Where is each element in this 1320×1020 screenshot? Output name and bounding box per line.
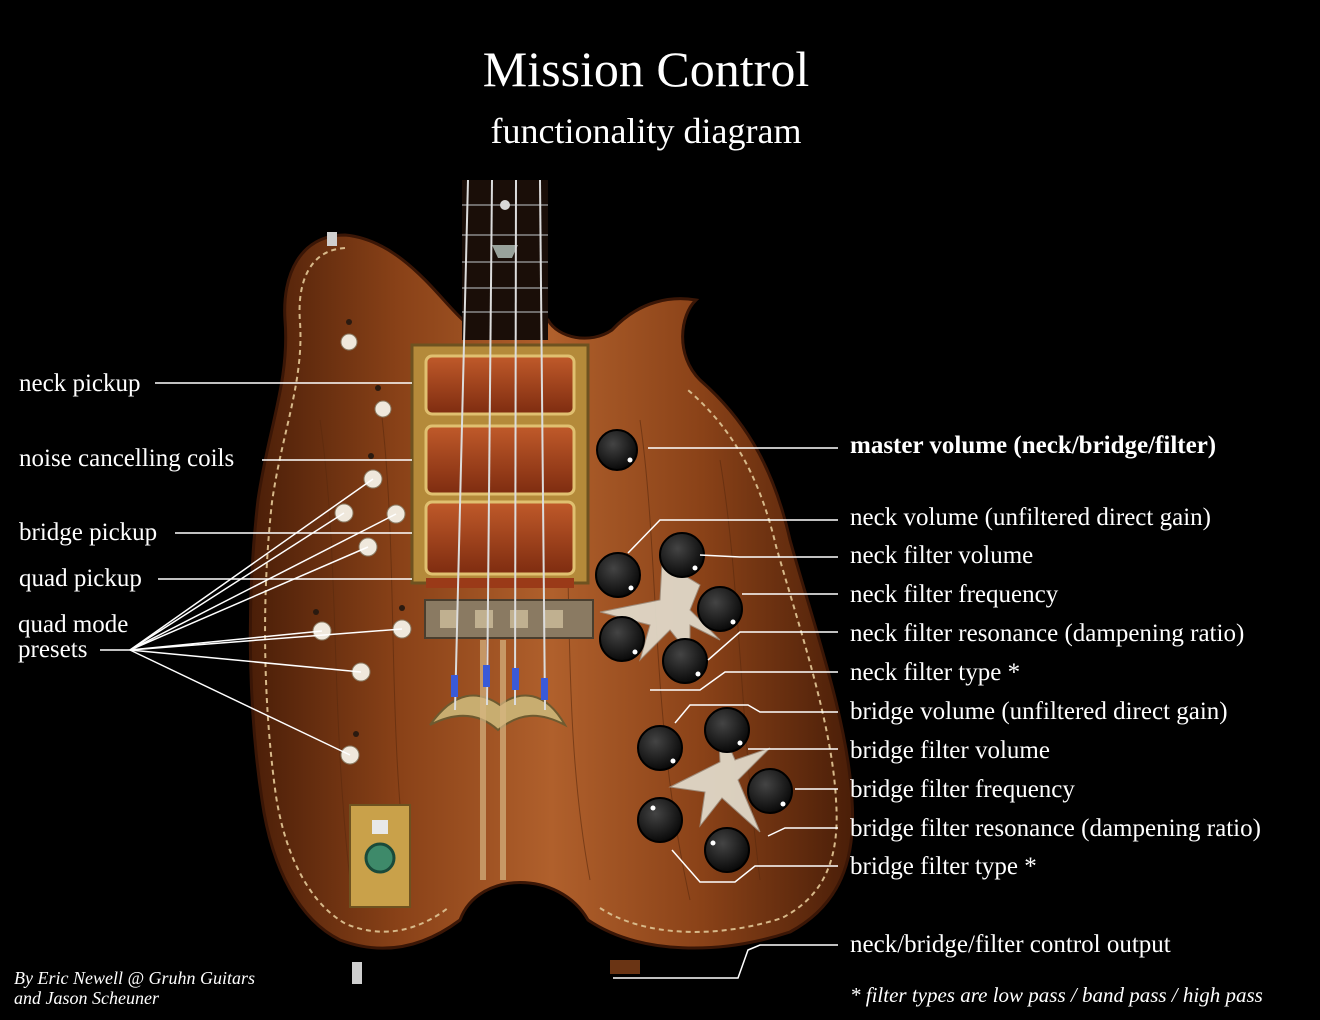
label-master-volume: master volume (neck/bridge/filter) [850, 432, 1217, 459]
label-bridge-volume: bridge volume (unfiltered direct gain) [850, 698, 1228, 725]
label-bridge-pickup: bridge pickup [19, 519, 158, 546]
body-binding [264, 247, 838, 933]
bridge-pickup-cover [424, 500, 576, 576]
label-bridge-filter-type: bridge filter type * [850, 853, 1037, 880]
label-neck-filter-volume: neck filter volume [850, 542, 1034, 569]
label-neck-filter-type: neck filter type * [850, 659, 1021, 686]
label-neck-filter-resonance: neck filter resonance (dampening ratio) [850, 620, 1245, 647]
strings [454, 179, 546, 711]
label-control-output: neck/bridge/filter control output [850, 931, 1171, 958]
leader-lines [100, 382, 838, 979]
label-presets: presets [18, 636, 88, 663]
label-neck-volume: neck volume (unfiltered direct gain) [850, 504, 1211, 531]
filter-types-note: * filter types are low pass / band pass … [850, 983, 1263, 1007]
label-bridge-filter-resonance: bridge filter resonance (dampening ratio… [850, 815, 1261, 842]
label-bridge-filter-volume: bridge filter volume [850, 737, 1050, 764]
credit: By Eric Newell @ Gruhn Guitars and Jason… [14, 968, 255, 1008]
diagram-title: Mission Control [482, 41, 810, 97]
label-neck-pickup: neck pickup [19, 370, 141, 397]
diagram-subtitle: functionality diagram [490, 111, 802, 151]
label-quad-mode: quad mode [18, 611, 129, 638]
guitar-body [248, 233, 855, 950]
neck-pickup-cover [424, 354, 576, 416]
label-bridge-filter-frequency: bridge filter frequency [850, 776, 1075, 803]
knobs [595, 429, 793, 873]
noise-coil-cover [424, 424, 576, 496]
label-noise-cancelling-coils: noise cancelling coils [19, 445, 235, 472]
credit-line-1: By Eric Newell @ Gruhn Guitars [14, 968, 256, 988]
label-quad-pickup: quad pickup [19, 565, 142, 592]
label-neck-filter-frequency: neck filter frequency [850, 581, 1059, 608]
credit-line-2: and Jason Scheuner [14, 988, 159, 1008]
